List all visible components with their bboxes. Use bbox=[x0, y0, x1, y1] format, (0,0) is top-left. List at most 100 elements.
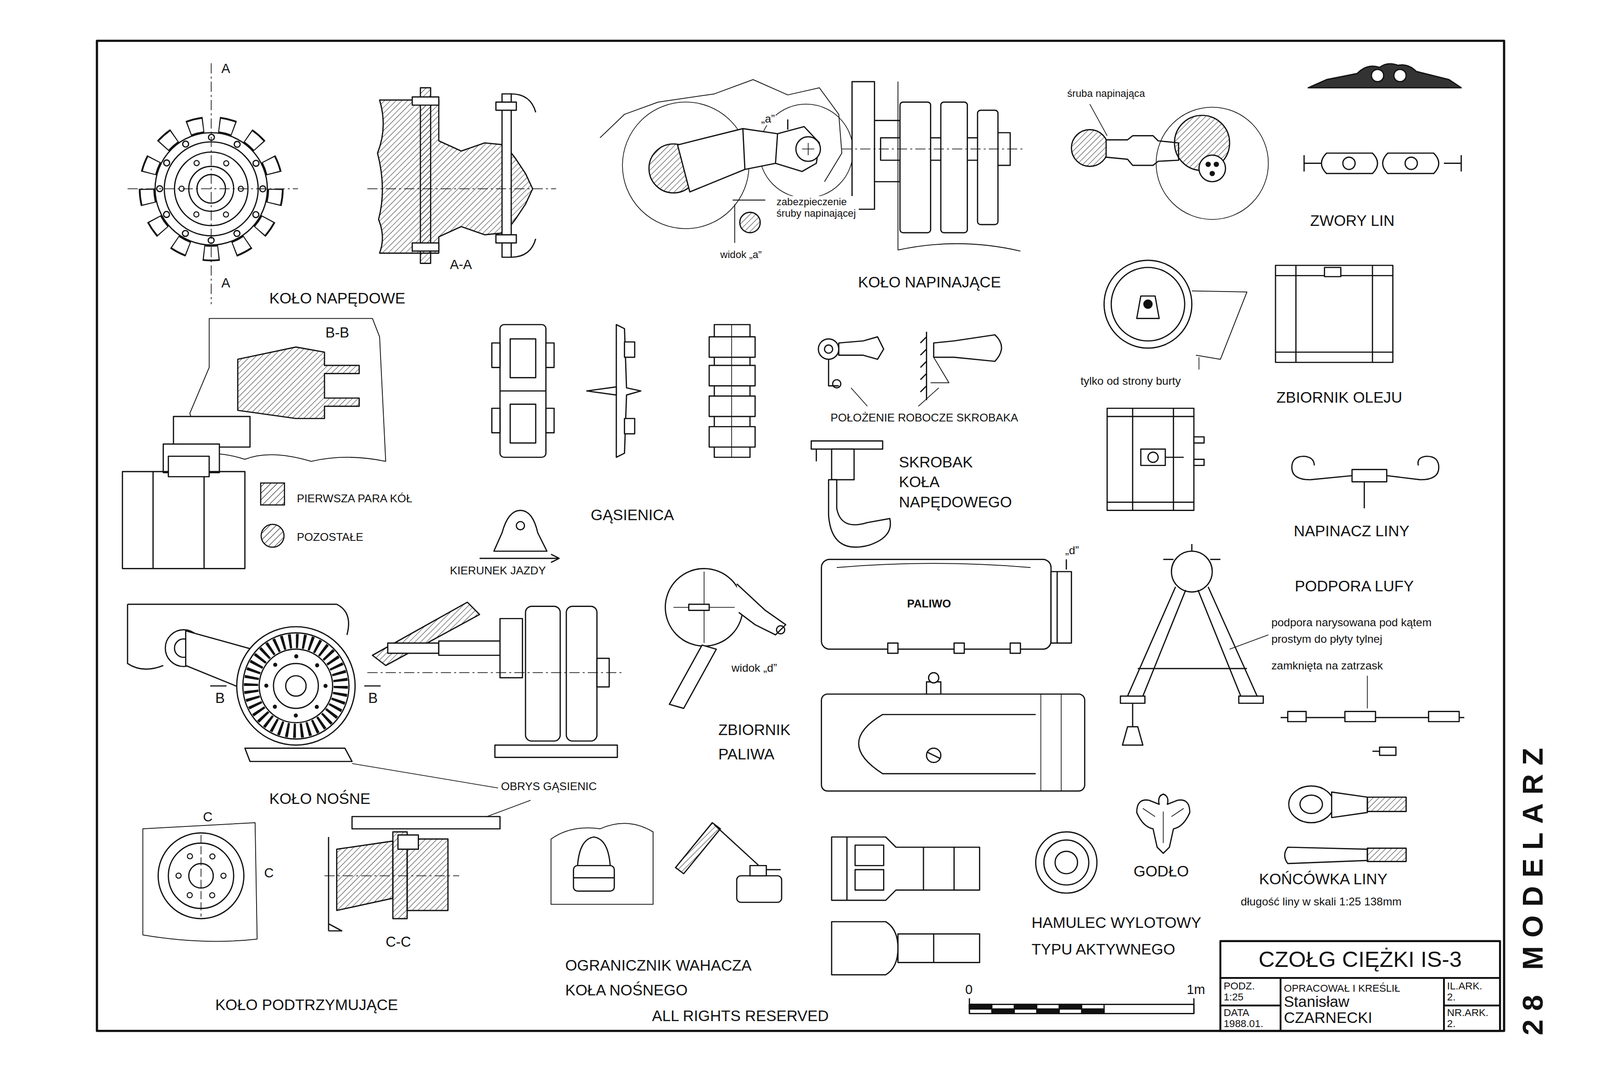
road-wheel-side-part bbox=[242, 632, 349, 739]
swing-arm-stop-part bbox=[577, 836, 610, 866]
legend-text: POZOSTAŁE bbox=[296, 530, 365, 544]
tension-screw-part bbox=[1071, 129, 1108, 167]
idler-wheel-front-part bbox=[841, 148, 1026, 150]
track-links-part bbox=[545, 342, 554, 368]
cable-clamps-part bbox=[1321, 152, 1378, 174]
part-label: ALL RIGHTS RESERVED bbox=[650, 1006, 830, 1025]
fuel-tank-part bbox=[926, 748, 941, 763]
sprocket-scraper-part bbox=[811, 440, 883, 449]
muzzle-brake-part bbox=[897, 933, 980, 963]
title-block-cell: DATA 1988.01. bbox=[1220, 1005, 1281, 1031]
scale-bar bbox=[969, 997, 1194, 1013]
swing-arm-stop-part bbox=[551, 822, 654, 904]
track-links-part bbox=[709, 365, 756, 386]
part-label: SKROBAK KOŁA NAPĘDOWEGO bbox=[897, 452, 1014, 512]
scale-bar-part bbox=[969, 1004, 1194, 1014]
cable-end-part bbox=[1367, 847, 1406, 862]
idler-wheel-front-part bbox=[940, 101, 968, 233]
part-label: GĄSIENICA bbox=[589, 506, 676, 524]
road-wheel-front-part bbox=[566, 606, 598, 741]
sprocket-scraper-part bbox=[838, 336, 884, 360]
road-wheel-side bbox=[127, 604, 381, 761]
hatch-swatch-shape bbox=[260, 482, 285, 505]
barrel-support-part bbox=[1122, 703, 1143, 745]
cable-tensioner bbox=[1292, 456, 1439, 509]
idler-wheel-front-part bbox=[977, 110, 998, 225]
part-label: B-B bbox=[324, 324, 351, 342]
cable-tensioner-part bbox=[1352, 469, 1388, 482]
swing-arm-stop-part bbox=[736, 875, 782, 902]
part-label: „d” bbox=[1064, 543, 1080, 557]
track-links-part bbox=[731, 324, 733, 458]
swing-arm-stop-part bbox=[749, 865, 767, 876]
oil-tank-part bbox=[1198, 357, 1200, 370]
oil-tank-part bbox=[1193, 436, 1204, 443]
suspension-section-part bbox=[173, 416, 251, 448]
cable-tensioner-part bbox=[1363, 481, 1366, 509]
part-label: 0 bbox=[964, 981, 974, 997]
sprocket-section-part bbox=[495, 101, 516, 111]
part-label: GODŁO bbox=[1132, 862, 1190, 880]
suspension-section-part bbox=[237, 346, 360, 419]
swing-arm-stop-part bbox=[714, 824, 781, 870]
cable-clamps bbox=[1303, 63, 1461, 174]
barrel-support-part bbox=[1344, 711, 1376, 722]
cable-clamps-part bbox=[1371, 69, 1384, 82]
part-label: ZWORY LIN bbox=[1309, 212, 1396, 230]
return-roller bbox=[142, 816, 500, 942]
return-roller-part bbox=[352, 816, 500, 829]
track-links-part bbox=[545, 408, 554, 433]
fuel-tank-part bbox=[927, 751, 940, 758]
muzzle-brake-part bbox=[933, 933, 935, 963]
road-wheel-front-part bbox=[499, 618, 523, 678]
idler-wheel-front-part bbox=[900, 101, 931, 233]
idler-wheel-side-part bbox=[787, 119, 789, 130]
return-roller-part bbox=[397, 834, 419, 850]
fuel-tank-part bbox=[821, 559, 1052, 649]
part-label: A bbox=[220, 275, 231, 291]
part-label: OBRYS GĄSIENIC bbox=[499, 779, 598, 793]
title-block-text: OPRACOWAŁ I KREŚLIŁ bbox=[1283, 982, 1401, 994]
fuel-tank-part bbox=[928, 672, 939, 683]
idler-wheel-side-part bbox=[739, 212, 761, 233]
cable-end bbox=[1284, 785, 1407, 864]
track-links-part bbox=[499, 390, 546, 392]
idler-wheel-side-part bbox=[732, 200, 766, 243]
part-label: zabezpieczenie śruby napinającej bbox=[775, 195, 860, 220]
part-label: PODPORA LUFY bbox=[1293, 577, 1415, 595]
part-label: HAMULEC WYLOTOWY TYPU AKTYWNEGO bbox=[1030, 909, 1214, 963]
fuel-tank-part bbox=[1051, 571, 1072, 644]
barrel-support-part bbox=[1428, 711, 1460, 722]
sprocket-section-part bbox=[420, 87, 431, 263]
sheet-border bbox=[96, 40, 1505, 1031]
sprocket-scraper bbox=[811, 331, 1002, 548]
swing-arm-stop-part bbox=[573, 865, 615, 891]
cable-end-part bbox=[1284, 846, 1368, 864]
road-wheel-side-part bbox=[210, 685, 381, 687]
drive-sprocket bbox=[127, 63, 298, 305]
swing-arm-stop bbox=[551, 822, 782, 905]
part-label: B bbox=[367, 689, 379, 707]
title-block-text: PODZ. 1:25 bbox=[1223, 980, 1265, 1002]
hatch-swatch bbox=[259, 522, 286, 549]
scale-bar-part bbox=[1081, 1008, 1105, 1014]
oil-tank-part bbox=[1107, 408, 1194, 510]
barrel-support-part bbox=[1127, 586, 1258, 696]
track-links-part bbox=[493, 510, 548, 552]
tension-screw-part bbox=[1089, 104, 1108, 136]
barrel-support-part bbox=[1120, 695, 1145, 704]
sprocket-scraper-part bbox=[818, 338, 839, 359]
eagle-emblem-part bbox=[1142, 808, 1184, 844]
sprocket-section-part bbox=[495, 234, 516, 243]
barrel-support-part bbox=[1287, 711, 1307, 722]
track-links bbox=[479, 324, 756, 563]
hatch-swatch bbox=[259, 481, 286, 509]
fuel-tank-part bbox=[1057, 559, 1067, 643]
part-label: A-A bbox=[448, 257, 473, 273]
sprocket-section bbox=[367, 87, 556, 263]
tension-screw bbox=[1071, 104, 1269, 220]
fuel-tank-part bbox=[665, 568, 744, 646]
title-block-cell: OPRACOWAŁ I KREŚLIŁStanisław CZARNECKI bbox=[1280, 977, 1444, 1031]
legend-text: PIERWSZA PARA KÓŁ bbox=[296, 492, 414, 505]
fuel-tank-part bbox=[836, 563, 1031, 568]
